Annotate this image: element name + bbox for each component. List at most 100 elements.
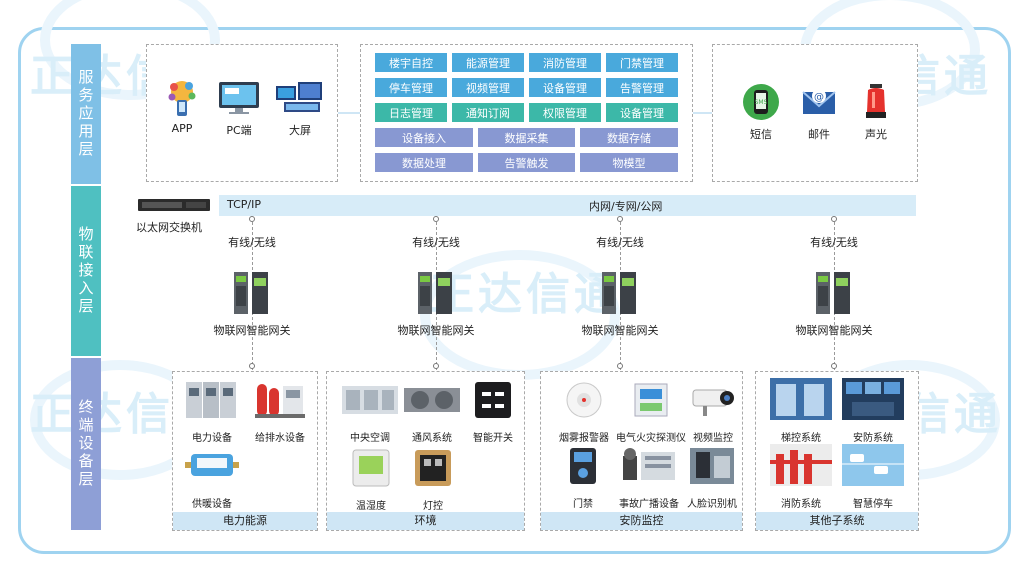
device-label: 梯控系统: [781, 433, 821, 444]
device-smoke-alarm: 烟雾报警器: [549, 380, 619, 444]
group-other-subsystems: 梯控系统 安防系统 消防系统 智慧停车 其他子系统: [755, 371, 919, 531]
module-permission-management: 权限管理: [529, 103, 601, 122]
gateway-label: 物联网智能网关: [795, 324, 873, 337]
gateway-icon: [784, 270, 884, 316]
gateway-label: 物联网智能网关: [213, 324, 291, 337]
device-video-surveillance: 视频监控: [683, 380, 743, 444]
group-title: 其他子系统: [756, 512, 918, 530]
client-label: PC端: [226, 124, 252, 137]
device-label: 视频监控: [693, 433, 733, 444]
network-node: [249, 363, 255, 369]
device-label: 消防系统: [781, 499, 821, 510]
pc-icon: [211, 78, 267, 118]
alarm-light-icon: [848, 82, 904, 122]
device-label: 安防系统: [853, 433, 893, 444]
module-device-management-2: 设备管理: [606, 103, 678, 122]
iot-gateway-3: 有线/无线 物联网智能网关: [570, 234, 670, 338]
client-big-screen: 大屏: [272, 78, 328, 138]
smoke-detector-icon: [566, 382, 602, 418]
device-label: 事故广播设备: [619, 499, 679, 510]
module-thing-model: 物模型: [580, 153, 678, 172]
gateway-label: 物联网智能网关: [397, 324, 475, 337]
module-fire-management: 消防管理: [529, 53, 601, 72]
group-title: 电力能源: [173, 512, 317, 530]
client-label: APP: [171, 122, 193, 135]
gateway-icon: [570, 270, 670, 316]
device-label: 电气火灾探测仪: [616, 433, 686, 444]
iot-gateway-4: 有线/无线 物联网智能网关: [784, 234, 884, 338]
device-fire-system: 消防系统: [766, 444, 836, 510]
module-data-processing: 数据处理: [375, 153, 473, 172]
gateway-connection-label: 有线/无线: [596, 236, 644, 249]
alert-light: 声光: [848, 82, 904, 142]
device-light-control: 灯控: [405, 448, 461, 512]
device-label: 中央空调: [350, 433, 390, 444]
access-control-icon: [570, 448, 596, 484]
gateway-label: 物联网智能网关: [581, 324, 659, 337]
email-icon: @: [791, 82, 847, 122]
device-access-control: 门禁: [555, 446, 611, 510]
gateway-connection-label: 有线/无线: [412, 236, 460, 249]
group-title: 环境: [327, 512, 524, 530]
client-app: APP: [154, 78, 210, 135]
module-data-collection: 数据采集: [478, 128, 575, 147]
module-video-management: 视频管理: [452, 78, 524, 97]
service-layer-label: 服务应用层: [71, 44, 101, 184]
alert-sms: SMS 短信: [733, 82, 789, 142]
app-icon: [154, 78, 210, 118]
alert-label: 短信: [750, 128, 772, 141]
alert-email: @ 邮件: [791, 82, 847, 142]
device-central-ac: 中央空调: [335, 380, 405, 444]
device-emergency-broadcast: 事故广播设备: [611, 446, 687, 510]
module-parking-management: 停车管理: [375, 78, 447, 97]
fire-system-icon: [770, 444, 832, 486]
iot-gateway-2: 有线/无线 物联网智能网关: [386, 234, 486, 338]
module-alarm-trigger: 告警触发: [478, 153, 575, 172]
device-label: 人脸识别机: [687, 499, 737, 510]
smart-switch-icon: [475, 382, 511, 418]
gateway-icon: [202, 270, 302, 316]
device-power-equipment: 电力设备: [181, 380, 243, 444]
central-ac-icon: [342, 386, 398, 414]
service-connector: [338, 112, 360, 114]
module-access-management: 门禁管理: [606, 53, 678, 72]
network-node: [249, 216, 255, 222]
ethernet-switch-icon: [138, 199, 210, 211]
device-label: 供暖设备: [192, 499, 232, 510]
network-node: [433, 363, 439, 369]
device-label: 温湿度: [356, 501, 386, 512]
service-connector: [693, 112, 712, 114]
group-power-energy: 电力设备 给排水设备 供暖设备 电力能源: [172, 371, 318, 531]
power-cabinet-icon: [186, 382, 236, 418]
heat-meter-icon: [185, 454, 239, 476]
sms-icon: SMS: [733, 82, 789, 122]
device-layer-label: 终端设备层: [71, 358, 101, 530]
ventilation-icon: [404, 388, 460, 412]
module-alarm-management: 告警管理: [606, 78, 678, 97]
network-node: [433, 216, 439, 222]
device-label: 电力设备: [192, 433, 232, 444]
device-label: 烟雾报警器: [559, 433, 609, 444]
broadcast-equipment-icon: [623, 448, 675, 480]
device-electrical-fire-detector: 电气火灾探测仪: [613, 380, 689, 444]
module-data-storage: 数据存储: [580, 128, 678, 147]
network-node: [831, 363, 837, 369]
device-security-system: 安防系统: [838, 378, 908, 444]
gateway-connection-label: 有线/无线: [228, 236, 276, 249]
device-temp-humidity: 温湿度: [343, 448, 399, 512]
module-building-control: 楼宇自控: [375, 53, 447, 72]
device-ventilation: 通风系统: [397, 380, 467, 444]
security-system-icon: [842, 378, 904, 420]
device-heating: 供暖设备: [181, 446, 243, 510]
network-node: [617, 363, 623, 369]
client-label: 大屏: [289, 124, 311, 137]
group-title: 安防监控: [541, 512, 742, 530]
smart-parking-icon: [842, 444, 904, 486]
device-smart-switch: 智能开关: [463, 380, 523, 444]
ethernet-switch-label: 以太网交换机: [136, 221, 202, 234]
water-pump-icon: [255, 384, 305, 418]
thermo-hygrometer-icon: [352, 449, 390, 487]
iot-gateway-1: 有线/无线 物联网智能网关: [202, 234, 302, 338]
face-recognition-icon: [690, 448, 734, 484]
elevator-system-icon: [770, 378, 832, 420]
